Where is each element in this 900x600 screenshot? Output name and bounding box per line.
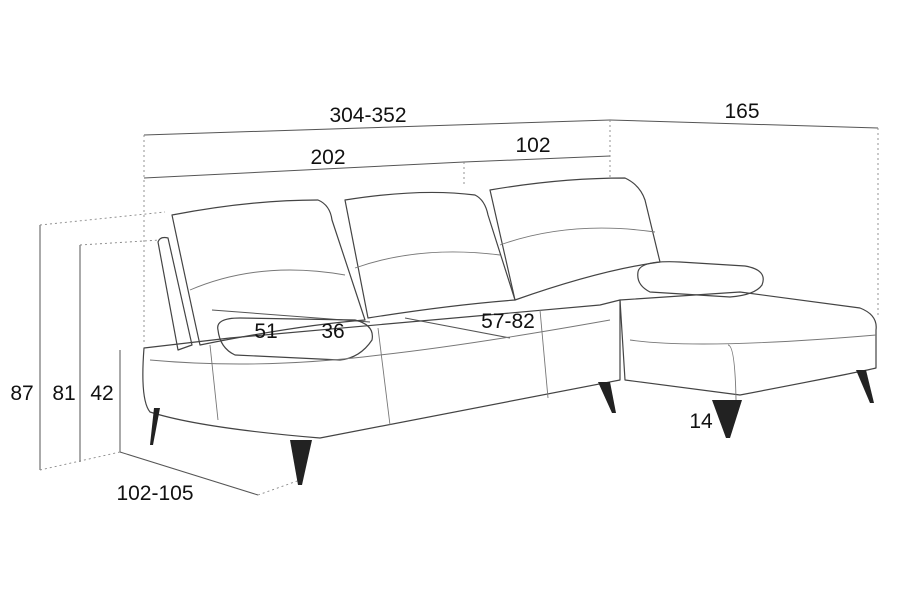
total-height-label: 87 xyxy=(10,382,33,405)
seat-depth-label: 57-82 xyxy=(481,310,535,333)
main-width-label: 202 xyxy=(310,146,345,169)
chaise-width-label: 102 xyxy=(515,134,550,157)
sofa-outline xyxy=(142,177,877,439)
dimension-lines xyxy=(39,119,879,496)
back-height-label: 81 xyxy=(52,382,75,405)
armrest-a-label: 51 xyxy=(254,320,277,343)
seat-height-label: 42 xyxy=(90,382,113,405)
total-width-label: 304-352 xyxy=(329,104,406,127)
depth-label: 102-105 xyxy=(116,482,193,505)
leg-height-label: 14 xyxy=(689,410,713,433)
armrest-b-label: 36 xyxy=(321,320,344,343)
chaise-depth-label: 165 xyxy=(724,100,759,123)
sofa-legs xyxy=(150,370,874,485)
